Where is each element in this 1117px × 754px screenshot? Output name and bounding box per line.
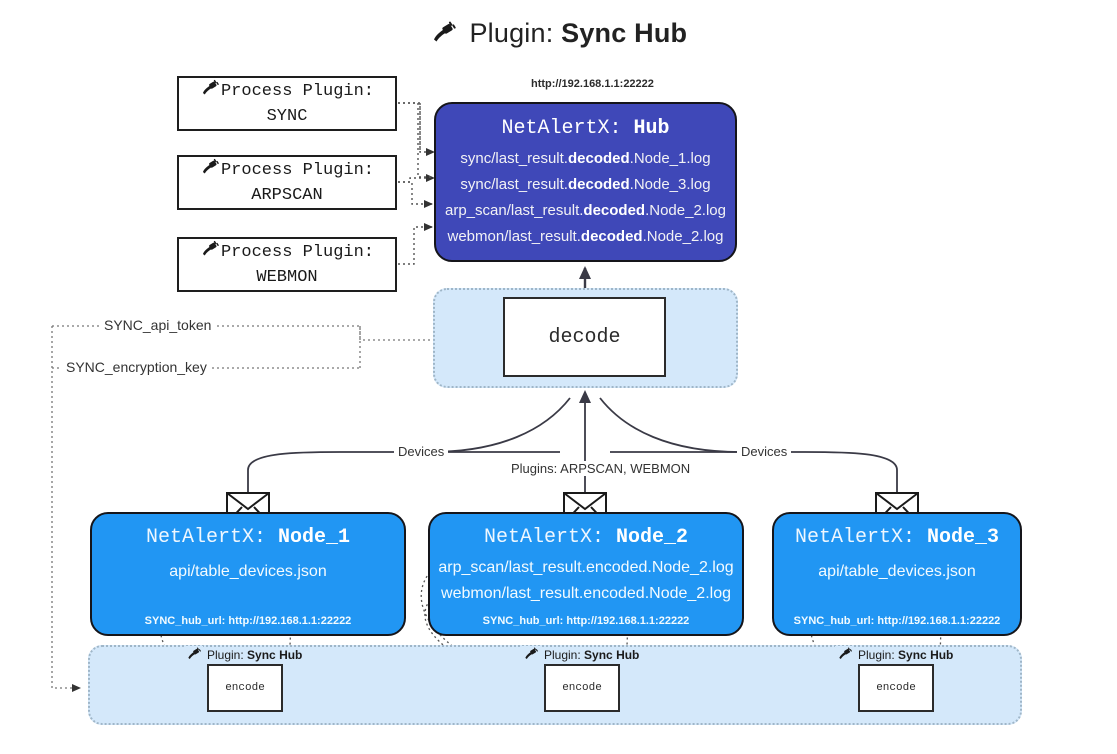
process-plugin-sync[interactable]: Process Plugin: SYNC: [177, 76, 397, 131]
process-plugin-webmon[interactable]: Process Plugin: WEBMON: [177, 237, 397, 292]
plugins-label-center: Plugins: ARPSCAN, WEBMON: [507, 461, 695, 476]
process-plugin-label: Process Plugin:: [220, 242, 375, 262]
hub-node[interactable]: NetAlertX: Hub sync/last_result.decoded.…: [434, 102, 737, 262]
page-title-name: Sync Hub: [561, 18, 688, 48]
hub-log-line: webmon/last_result.decoded.Node_2.log: [447, 228, 724, 245]
page-title: Plugin: Sync Hub: [0, 18, 1117, 52]
process-plugin-arpscan[interactable]: Process Plugin: ARPSCAN: [177, 155, 397, 210]
node-row: arp_scan/last_result.encoded.Node_2.log: [438, 559, 734, 576]
process-plugin-label: Process Plugin:: [220, 81, 375, 101]
node-footer: SYNC_hub_url: http://192.168.1.1:22222: [482, 615, 690, 627]
process-plugin-name: ARPSCAN: [251, 186, 323, 205]
node-title: NetAlertX: Node_3: [794, 526, 1000, 549]
plug-icon: [200, 78, 219, 106]
encoder-tag-1: Plugin: Sync Hub: [184, 646, 305, 664]
encode-box-3[interactable]: encode: [858, 664, 934, 712]
process-plugin-name: WEBMON: [256, 268, 318, 287]
plug-icon: [521, 646, 540, 664]
hub-log-line: sync/last_result.decoded.Node_1.log: [460, 150, 711, 167]
encode-box-2[interactable]: encode: [544, 664, 620, 712]
devices-label-left: Devices: [394, 444, 449, 459]
node-row: api/table_devices.json: [169, 563, 327, 580]
node-1[interactable]: NetAlertX: Node_1 api/table_devices.json…: [90, 512, 406, 636]
decode-box[interactable]: decode: [503, 297, 666, 377]
encode-box-1[interactable]: encode: [207, 664, 283, 712]
plug-icon: [430, 19, 456, 52]
node-row: api/table_devices.json: [818, 563, 976, 580]
encoder-tag-3: Plugin: Sync Hub: [835, 646, 956, 664]
page-title-prefix: Plugin:: [469, 18, 554, 48]
node-to-decode-edges: [247, 390, 898, 498]
node-title: NetAlertX: Node_2: [483, 526, 689, 549]
process-plugin-label: Process Plugin:: [220, 160, 375, 180]
node-row: webmon/last_result.encoded.Node_2.log: [441, 585, 731, 602]
node-footer: SYNC_hub_url: http://192.168.1.1:22222: [144, 615, 352, 627]
plug-icon: [835, 646, 854, 664]
node-title: NetAlertX: Node_1: [145, 526, 351, 549]
node-footer: SYNC_hub_url: http://192.168.1.1:22222: [793, 615, 1001, 627]
sync-encryption-key-label: SYNC_encryption_key: [62, 359, 211, 375]
node-3[interactable]: NetAlertX: Node_3 api/table_devices.json…: [772, 512, 1022, 636]
process-plugin-name: SYNC: [266, 107, 308, 126]
plug-icon: [184, 646, 203, 664]
hub-log-line: sync/last_result.decoded.Node_3.log: [460, 176, 711, 193]
sync-api-token-label: SYNC_api_token: [100, 317, 216, 333]
encoder-tag-2: Plugin: Sync Hub: [521, 646, 642, 664]
plug-icon: [200, 239, 219, 267]
hub-title: NetAlertX: Hub: [501, 117, 670, 140]
hub-url-label: http://192.168.1.1:22222: [531, 78, 654, 90]
devices-label-right: Devices: [737, 444, 792, 459]
node-2[interactable]: NetAlertX: Node_2 arp_scan/last_result.e…: [428, 512, 744, 636]
hub-log-line: arp_scan/last_result.decoded.Node_2.log: [445, 202, 726, 219]
plug-icon: [200, 157, 219, 185]
plugin-to-hub-connectors: [398, 102, 435, 265]
